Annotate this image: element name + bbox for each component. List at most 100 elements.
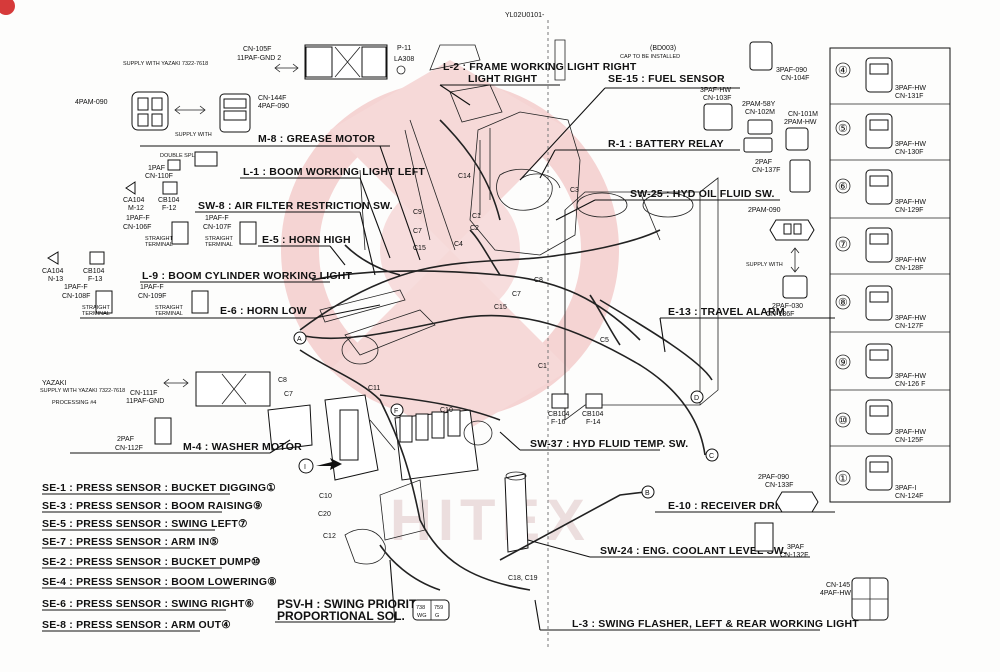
callout-c1b: C1 (538, 363, 547, 370)
svg-text:TERMINAL: TERMINAL (155, 311, 183, 317)
legend-item-1: SE-3 : PRESS SENSOR : BOOM RAISING⑨ (42, 500, 263, 512)
svg-text:STRAIGHT: STRAIGHT (82, 305, 110, 311)
callout-c15b: C15 (494, 304, 507, 311)
svg-text:PROCESSING #4: PROCESSING #4 (52, 400, 96, 406)
label-sw25: SW-25 : HYD OIL FLUID SW. (630, 188, 775, 200)
callout-c20: C20 (318, 511, 331, 518)
svg-text:(BD003): (BD003) (650, 45, 676, 52)
label-l2: L-2 : FRAME WORKING LIGHT RIGHT (443, 61, 637, 73)
callout-c8b: C8 (278, 377, 287, 384)
svg-text:2PAM-HW: 2PAM-HW (784, 119, 817, 126)
svg-text:738: 738 (416, 605, 425, 611)
svg-text:2PAF: 2PAF (117, 436, 134, 443)
svg-text:CN-108F: CN-108F (62, 293, 90, 300)
callout-c11: C11 (368, 385, 380, 392)
sensor-cn: CN-127F (895, 323, 923, 330)
label-psv1: PSV-H : SWING PRIORITY (277, 597, 424, 611)
label-sw24: SW-24 : ENG. COOLANT LEVEL SW. (600, 545, 786, 557)
sensor-row: ④ 3PAF-HW CN-131F (830, 57, 950, 105)
sensor-row: ⑦ 3PAF-HW CN-128F (830, 227, 950, 275)
marker-d: D (694, 395, 699, 402)
svg-text:11PAF-GND: 11PAF-GND (126, 398, 164, 405)
label-l9: L-9 : BOOM CYLINDER WORKING LIGHT (142, 270, 353, 282)
ref-markers: A B C D F I (293, 331, 719, 499)
svg-text:TERMINAL: TERMINAL (145, 242, 173, 248)
psv-connector: 738 759 WG G (412, 599, 450, 621)
svg-text:CN-102M: CN-102M (745, 109, 775, 116)
callout-c1a: C1 (472, 213, 481, 220)
sensor-type: 3PAF-HW (895, 257, 926, 264)
svg-text:M-12: M-12 (128, 205, 144, 212)
callout-c3: C3 (570, 187, 579, 194)
callout-c15a: C15 (413, 245, 426, 252)
mid-left-connectors: YAZAKI SUPPLY WITH YAZAKI 7322-7618 PROC… (40, 371, 271, 452)
callout-c18: C18, C19 (508, 575, 538, 582)
svg-text:LA308: LA308 (394, 56, 414, 63)
label-sw8: SW-8 : AIR FILTER RESTRICTION SW. (198, 200, 393, 212)
svg-text:P-11: P-11 (397, 45, 411, 52)
legend-item-3: SE-7 : PRESS SENSOR : ARM IN⑤ (42, 536, 219, 548)
svg-text:F-14: F-14 (586, 419, 601, 426)
svg-text:2PAF-030: 2PAF-030 (772, 303, 803, 310)
pressure-sensor-panel: ④ 3PAF-HW CN-131F ⑤ 3PAF-HW CN-130F ⑥ 3P… (829, 47, 951, 503)
svg-text:CN-112F: CN-112F (115, 445, 143, 452)
doc-id: YL02U0101- (505, 12, 545, 19)
callout-c5: C5 (600, 337, 609, 344)
svg-text:YAZAKI: YAZAKI (42, 380, 66, 387)
svg-text:1PAF-F: 1PAF-F (205, 215, 229, 222)
leader-lines (70, 84, 835, 631)
svg-text:SUPPLY WITH: SUPPLY WITH (746, 262, 783, 268)
legend-item-7: SE-8 : PRESS SENSOR : ARM OUT④ (42, 619, 231, 631)
callout-c2: C2 (470, 225, 479, 232)
svg-text:CN-111F: CN-111F (130, 390, 157, 397)
watermark-logo (281, 60, 619, 440)
svg-text:4PAF-HW: 4PAF-HW (820, 590, 851, 597)
svg-text:3PAF-HW: 3PAF-HW (700, 87, 731, 94)
sensor-num: ⑧ (838, 297, 848, 309)
double-arrow-top (274, 63, 299, 73)
sensor-type: 3PAF-HW (895, 315, 926, 322)
svg-text:CN-137F: CN-137F (752, 167, 780, 174)
callout-c9: C9 (413, 209, 422, 216)
svg-text:G: G (435, 613, 439, 619)
svg-text:CB104: CB104 (158, 197, 180, 204)
svg-text:CB104: CB104 (548, 411, 570, 418)
svg-text:1PAF-F: 1PAF-F (64, 284, 88, 291)
svg-text:1PAF-F: 1PAF-F (126, 215, 150, 222)
svg-text:1PAF: 1PAF (148, 165, 165, 172)
label-l2b: LIGHT RIGHT (468, 73, 538, 85)
sensor-cn: CN-125F (895, 437, 923, 444)
sensor-cn: CN-126 F (895, 381, 925, 388)
sensor-row: ⑧ 3PAF-HW CN-127F (830, 285, 950, 333)
svg-text:1PAF-F: 1PAF-F (140, 284, 164, 291)
callout-c4: C4 (454, 241, 463, 248)
sensor-cn: CN-129F (895, 207, 923, 214)
label-e5: E-5 : HORN HIGH (262, 234, 351, 246)
sensor-cn: CN-130F (895, 149, 923, 156)
svg-text:CN-144F: CN-144F (258, 95, 286, 102)
sensor-num: ① (838, 473, 848, 485)
sensor-type: 3PAF-HW (895, 199, 926, 206)
marker-f: F (394, 408, 398, 415)
sensor-num: ⑤ (838, 123, 848, 135)
svg-text:F-12: F-12 (162, 205, 177, 212)
marker-i: I (304, 464, 306, 471)
svg-text:CN-132F: CN-132F (780, 552, 808, 559)
sensor-type: 3PAF-HW (895, 141, 926, 148)
label-psv2: PROPORTIONAL SOL. (277, 609, 405, 623)
sensor-num: ⑨ (838, 357, 848, 369)
svg-text:CN-110F: CN-110F (145, 173, 173, 180)
sensor-num: ④ (838, 65, 848, 77)
svg-text:CB104: CB104 (83, 268, 105, 275)
svg-text:TERMINAL: TERMINAL (205, 242, 233, 248)
callout-c7c: C7 (284, 391, 293, 398)
right-mid-connectors: (BD003) CAP TO BE INSTALLED 3PAF-090 CN-… (548, 41, 889, 621)
legend-item-2: SE-5 : PRESS SENSOR : SWING LEFT⑦ (42, 518, 248, 530)
svg-text:CN-109F: CN-109F (138, 293, 166, 300)
callout-c12: C12 (323, 533, 336, 540)
label-m4: M-4 : WASHER MOTOR (183, 441, 302, 453)
sensor-type: 3PAF-I (895, 485, 916, 492)
top-left-connectors: SUPPLY WITH YAZAKI 7322-7618 CN-105F 11P… (42, 44, 414, 317)
svg-text:CN-136F: CN-136F (766, 311, 794, 318)
